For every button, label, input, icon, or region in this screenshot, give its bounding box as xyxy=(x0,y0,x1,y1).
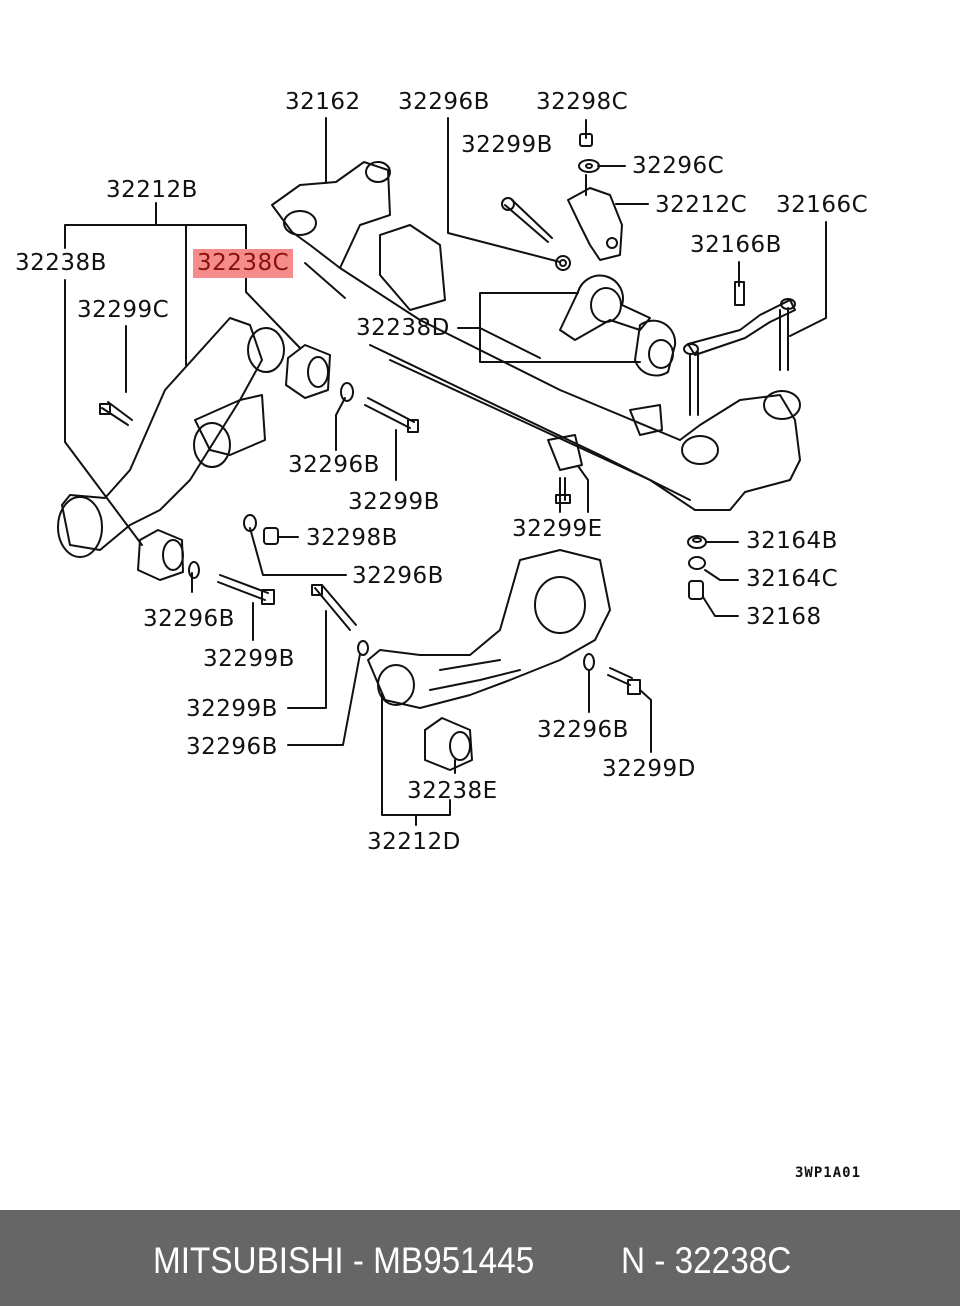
washer-32296C xyxy=(578,159,600,173)
bracket-32212C xyxy=(567,174,623,261)
part-label[interactable]: 32162 xyxy=(285,89,361,115)
diagram-drawing xyxy=(57,117,827,826)
part-label[interactable]: 32299C xyxy=(77,297,170,323)
bushing-bracket-32238D xyxy=(559,274,677,377)
bushing-32238B xyxy=(137,529,184,581)
part-label[interactable]: 32166B xyxy=(690,232,782,258)
bushing-32238C xyxy=(285,344,331,399)
washer-32296B-c xyxy=(188,561,200,579)
bolt-32299B-mid xyxy=(364,397,419,433)
washer-32296B-b xyxy=(243,514,257,532)
part-label[interactable]: 32299B xyxy=(186,696,278,722)
nut-32168 xyxy=(688,580,704,600)
part-label[interactable]: 32166C xyxy=(776,192,869,218)
part-label[interactable]: 32296B xyxy=(352,563,444,589)
bolt-32299B-low xyxy=(217,574,275,605)
part-label[interactable]: 32298C xyxy=(536,89,629,115)
part-label[interactable]: 32296B xyxy=(537,717,629,743)
highlighted-part-label[interactable]: 32238C xyxy=(193,249,294,278)
part-label[interactable]: 32299E xyxy=(512,516,603,542)
footer-bar: MITSUBISHI - MB951445 N - 32238C xyxy=(0,1210,960,1306)
part-label[interactable]: 32296B xyxy=(288,452,380,478)
part-label[interactable]: 32298B xyxy=(306,525,398,551)
washer-32296B-e xyxy=(583,653,595,671)
part-label[interactable]: 32238E xyxy=(407,778,498,804)
part-label[interactable]: 32296C xyxy=(632,153,725,179)
part-label[interactable]: 32168 xyxy=(746,604,822,630)
bolt-32299C xyxy=(99,401,133,426)
parts-diagram: 32162 32296B 32298C 32299B 32296C 32212C… xyxy=(15,89,869,1181)
part-label[interactable]: 32238B xyxy=(15,250,107,276)
part-label[interactable]: 32296B xyxy=(143,606,235,632)
part-label[interactable]: 32212C xyxy=(655,192,748,218)
washer-32296B-d xyxy=(357,640,369,656)
brand-part-number: MITSUBISHI - MB951445 xyxy=(153,1240,535,1281)
washer-32296B-a xyxy=(340,382,354,402)
part-label[interactable]: 32164C xyxy=(746,566,839,592)
bushing-32238E xyxy=(424,717,473,771)
crossmember-shape xyxy=(271,161,801,511)
washer-32164B xyxy=(687,535,707,549)
lower-arm-32212D xyxy=(367,549,611,709)
nut-32298B xyxy=(263,527,279,545)
part-label[interactable]: 32299B xyxy=(461,132,553,158)
bolt-32299E xyxy=(555,477,571,504)
part-label[interactable]: 32212B xyxy=(106,177,198,203)
bolt-32299B-long xyxy=(311,584,357,631)
bolt-32299D xyxy=(607,667,641,695)
trailing-arm-32212B xyxy=(57,317,285,558)
stay-32166C xyxy=(683,281,796,416)
diagram-reference: N - 32238C xyxy=(621,1240,792,1281)
nut-32298C xyxy=(579,133,593,147)
part-label[interactable]: 32164B xyxy=(746,528,838,554)
part-label[interactable]: 32299B xyxy=(348,489,440,515)
drawing-code: 3WP1A01 xyxy=(795,1165,862,1181)
part-label[interactable]: 32212D xyxy=(367,829,461,855)
part-label[interactable]: 32299B xyxy=(203,646,295,672)
part-label[interactable]: 32238D xyxy=(356,315,450,341)
part-label[interactable]: 32296B xyxy=(186,734,278,760)
part-label[interactable]: 32296B xyxy=(398,89,490,115)
part-label[interactable]: 32299D xyxy=(602,756,696,782)
bolt-32299B-top xyxy=(501,197,553,243)
washer-32164C xyxy=(688,556,706,570)
washer-32296B-top xyxy=(555,255,571,271)
